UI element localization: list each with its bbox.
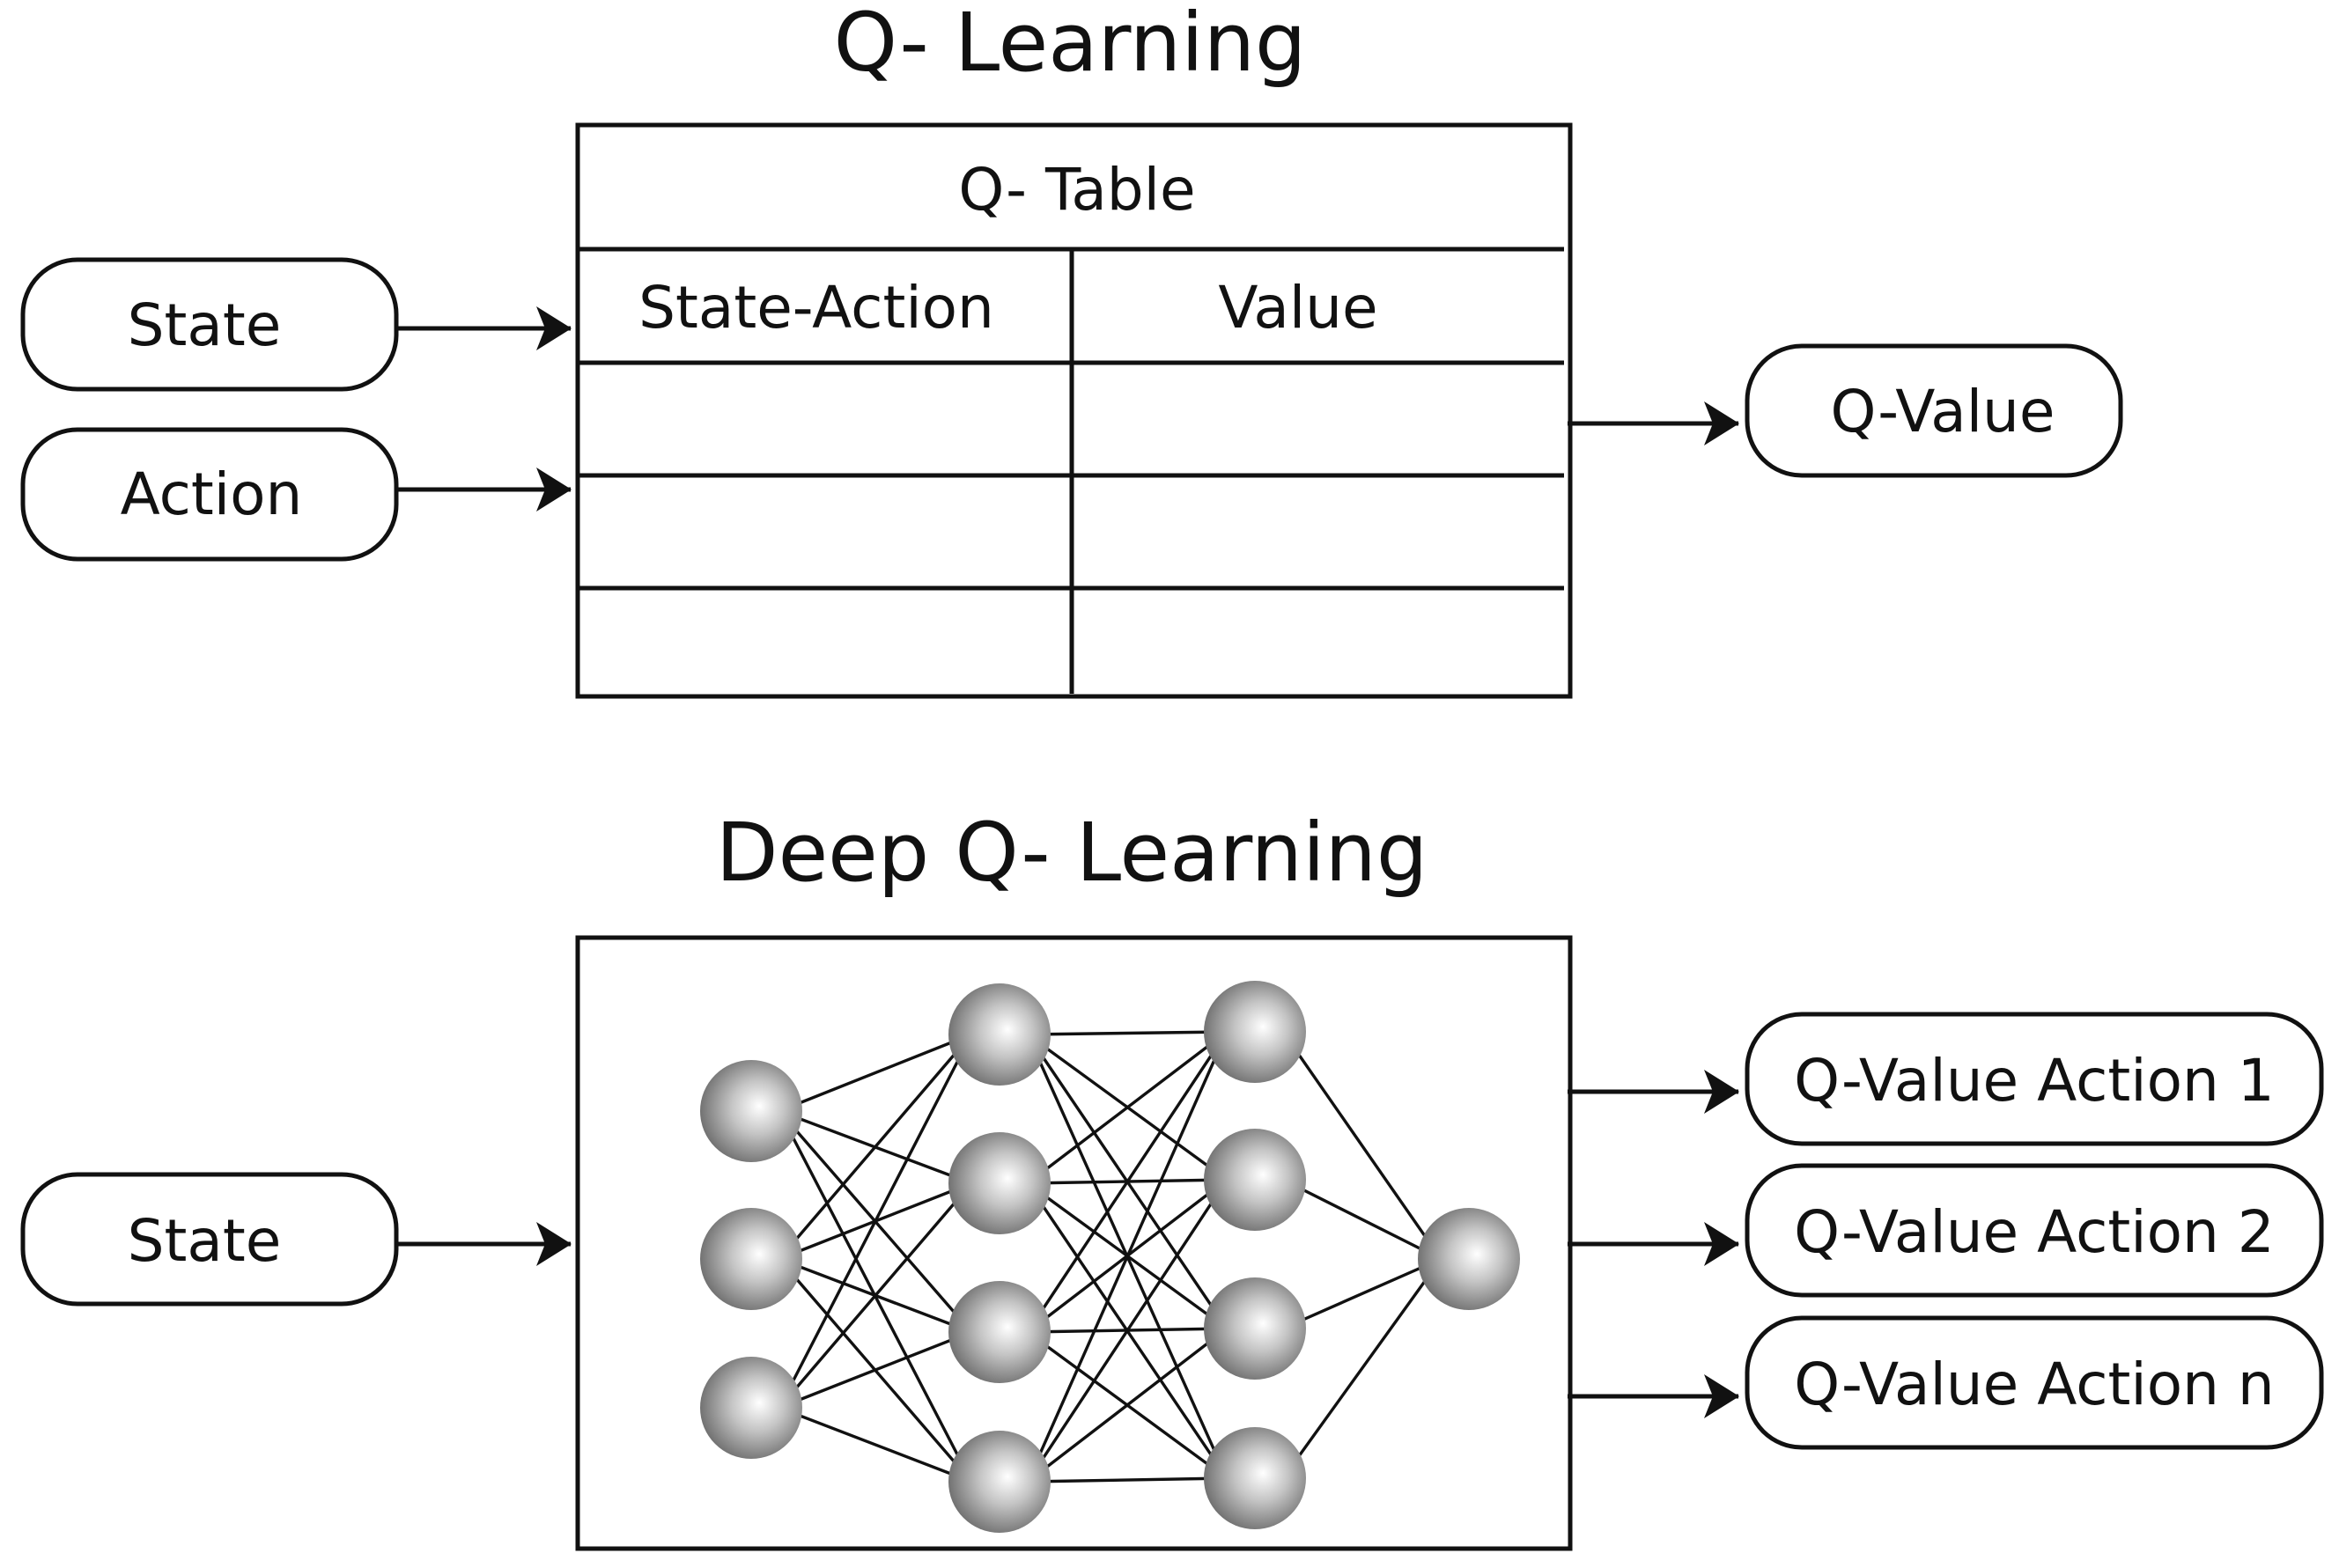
connection-l1-n3-to-n4	[778, 1406, 972, 1483]
connection-l2-n4-to-n2	[1026, 1179, 1229, 1483]
neuron-layer3-node4	[1204, 1427, 1306, 1529]
connection-l1-n3-to-n2	[778, 1182, 973, 1410]
q-value-action-n-pill: Q-Value Action n	[1745, 1315, 2324, 1450]
q-table-title: Q- Table	[958, 156, 1195, 224]
neuron-layer3-node2	[1204, 1129, 1306, 1231]
q-table-header-state-action: State-Action	[638, 274, 994, 342]
neuron-layer2-node1	[948, 983, 1051, 1086]
connection-l2-n4-to-n1	[1026, 1031, 1229, 1483]
deep-state-input-pill: State	[20, 1172, 399, 1307]
q-table: Q- Table State-Action Value	[575, 122, 1573, 699]
state-input-pill: State	[20, 257, 399, 392]
connection-l3-n2-to-n1	[1282, 1178, 1442, 1261]
neuron-layer3-node3	[1204, 1277, 1306, 1380]
q-value-action-2-pill: Q-Value Action 2	[1745, 1163, 2324, 1298]
deep-q-learning-section: Deep Q- Learning State Q-Value Action 1 …	[20, 806, 2324, 1551]
q-value-output-pill: Q-Value	[1745, 343, 2123, 478]
network-nodes	[700, 981, 1520, 1533]
connection-l2-n4-to-n3	[1026, 1327, 1229, 1483]
q-learning-title: Q- Learning	[834, 0, 1307, 90]
network-connections	[778, 1030, 1443, 1483]
neuron-layer2-node3	[948, 1281, 1051, 1383]
neuron-layer2-node2	[948, 1132, 1051, 1234]
action-input-label: Action	[121, 460, 303, 528]
connection-l1-n2-to-n1	[778, 1033, 973, 1261]
q-value-output-label: Q-Value	[1831, 378, 2055, 445]
neuron-layer3-node1	[1204, 981, 1306, 1083]
connection-l1-n3-to-n1	[778, 1034, 973, 1409]
q-learning-section: Q- Learning State Action Q- Table State-…	[20, 0, 2123, 699]
neuron-layer2-node4	[948, 1431, 1051, 1533]
action-input-pill: Action	[20, 427, 399, 562]
connection-l3-n1-to-n1	[1281, 1031, 1443, 1260]
deep-q-learning-title: Deep Q- Learning	[716, 806, 1428, 900]
neuron-layer4-node1	[1418, 1208, 1520, 1310]
connection-l2-n1-to-n1	[1027, 1030, 1228, 1036]
q-table-header-value: Value	[1218, 274, 1377, 342]
connection-l1-n3-to-n3	[778, 1330, 972, 1410]
connection-l2-n4-to-n4	[1027, 1476, 1228, 1483]
state-input-label: State	[128, 291, 282, 359]
connection-l3-n4-to-n1	[1281, 1258, 1443, 1479]
neuron-layer1-node1	[700, 1060, 802, 1162]
q-value-action-n-label: Q-Value Action n	[1794, 1351, 2274, 1418]
deep-state-input-label: State	[128, 1207, 282, 1275]
connection-l2-n3-to-n1	[1026, 1031, 1229, 1333]
neuron-layer1-node3	[700, 1357, 802, 1459]
q-value-action-2-label: Q-Value Action 2	[1794, 1198, 2275, 1266]
connection-l3-n3-to-n1	[1282, 1257, 1442, 1330]
neuron-layer1-node2	[700, 1208, 802, 1310]
connection-l1-n1-to-n1	[778, 1033, 972, 1113]
connection-l2-n2-to-n1	[1026, 1030, 1229, 1185]
q-value-action-1-label: Q-Value Action 1	[1794, 1047, 2275, 1115]
q-value-action-1-pill: Q-Value Action 1	[1745, 1012, 2324, 1146]
